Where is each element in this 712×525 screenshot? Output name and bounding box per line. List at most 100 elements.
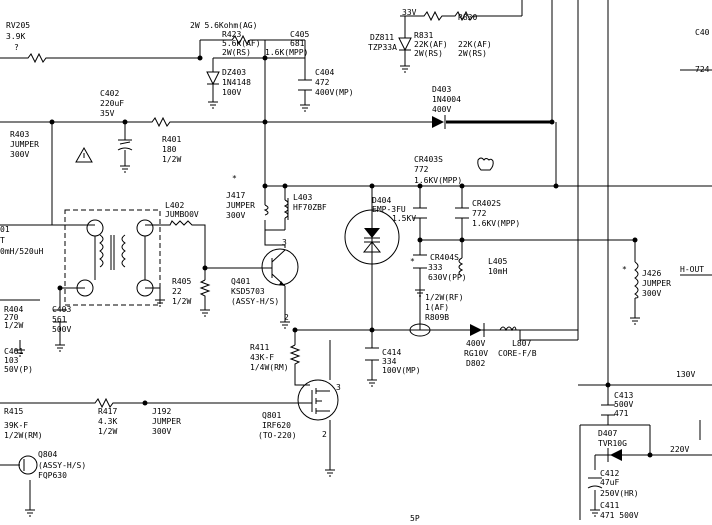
label-j192-val: JUMPER <box>152 417 181 426</box>
label-c402-v: 35V <box>100 109 115 118</box>
label-c413-val: 471 <box>614 409 629 418</box>
label-rv205-val: 3.9K <box>6 32 25 41</box>
jumper-j417 <box>263 204 269 216</box>
label-dz403-val: 1N4148 <box>222 78 251 87</box>
label-d403-v: 400V <box>432 105 451 114</box>
label-r417-val: 4.3K <box>98 417 117 426</box>
label-dz811-val: TZP33A <box>368 43 397 52</box>
label-c403-val: 561 <box>52 315 67 324</box>
label-j426-v: 300V <box>642 289 661 298</box>
label-c40-edge: C40 <box>695 28 710 37</box>
label-r411-name: R411 <box>250 343 269 352</box>
label-j192-name: J192 <box>152 407 171 416</box>
label-j417-val: JUMPER <box>226 201 255 210</box>
label-dz403-name: DZ403 <box>222 68 246 77</box>
warning-triangle-icon <box>75 146 93 163</box>
transistor-q804 <box>18 455 38 475</box>
ground-symbols <box>15 65 640 517</box>
label-q804-name: Q804 <box>38 450 57 459</box>
label-d403-val: 1N4004 <box>432 95 461 104</box>
jumper-j426 <box>634 261 639 299</box>
label-130v: 130V <box>676 370 695 379</box>
label-cr402s-val: 772 <box>472 209 487 218</box>
capacitor-c402 <box>117 139 133 151</box>
label-r405-p: 1/2W <box>172 297 191 306</box>
label-r404-name: R404 <box>4 305 23 314</box>
capacitor-c413 <box>601 404 615 416</box>
resistor-r809b <box>409 323 431 337</box>
label-j192-v: 300V <box>152 427 171 436</box>
label-r401-val: 180 <box>162 145 177 154</box>
label-pin2: 2 <box>322 430 327 439</box>
label-r423-t1: 2W 5.6Kohm(AG) <box>190 21 257 30</box>
label-pin3a: 3 <box>282 238 287 247</box>
label-l402-val: JUMBO0V <box>165 210 199 219</box>
junction-dots <box>49 55 653 458</box>
diode-dz403 <box>206 71 220 86</box>
label-c412-val: 47uF <box>600 478 619 487</box>
label-q804-val: FQP630 <box>38 471 67 480</box>
label-l403-val: HF70ZBF <box>293 203 327 212</box>
label-j417-v: 300V <box>226 211 245 220</box>
label-rv205-name: RV205 <box>6 21 30 30</box>
capacitor-c414 <box>365 347 379 361</box>
diode-d403 <box>432 115 446 129</box>
label-r401-p: 1/2W <box>162 155 181 164</box>
label-d407-val: TVR10G <box>598 439 627 448</box>
label-220v: 220V <box>670 445 689 454</box>
capacitor-cr403s <box>413 207 427 219</box>
label-r830-name: R830 <box>458 13 477 22</box>
label-r417-p: 1/2W <box>98 427 117 436</box>
label-c405-name: C405 <box>290 30 309 39</box>
label-c401-name: C401 <box>4 347 23 356</box>
label-l807-val: CORE-F/B <box>498 349 537 358</box>
label-c402-val: 220uF <box>100 99 124 108</box>
zener-dz811 <box>398 37 412 66</box>
label-q804-note: (ASSY-H/S) <box>38 461 86 470</box>
label-pin3b: 3 <box>336 383 341 392</box>
label-l807-name: L807 <box>512 339 531 348</box>
label-r405-val: 22 <box>172 287 182 296</box>
label-d404-val: EMP-3FU <box>372 205 406 214</box>
label-c403-v: 500V <box>52 325 71 334</box>
label-r423-t3: 5.6K(AF) <box>222 39 261 48</box>
label-l405-val: 10mH <box>488 267 507 276</box>
label-d404-name: D404 <box>372 196 391 205</box>
label-t401-a: 01 <box>0 225 10 234</box>
label-star2: * <box>410 257 415 266</box>
label-d802-val: RG10V <box>464 349 488 358</box>
label-r411-p: 1/4W(RM) <box>250 363 289 372</box>
label-r417-name: R417 <box>98 407 117 416</box>
label-t401-c: 0mH/520uH <box>0 247 44 256</box>
label-dz811-name: DZ811 <box>370 33 394 42</box>
label-q401-note: (ASSY-H/S) <box>231 297 279 306</box>
capacitor-c412 <box>587 477 603 489</box>
capacitor-c405 <box>298 79 312 91</box>
resistor-r411 <box>289 344 301 368</box>
label-c404-name: C404 <box>315 68 334 77</box>
label-cr403s-name: CR403S <box>414 155 443 164</box>
label-q401-val: KSD5703 <box>231 287 265 296</box>
label-cr404s-v: 630V(PP) <box>428 273 467 282</box>
label-c405-rating: 1.6K(MPP) <box>265 48 308 57</box>
label-c403-name: C403 <box>52 305 71 314</box>
label-r415-name: R415 <box>4 407 23 416</box>
label-r809b-t: 1(AF) <box>425 303 449 312</box>
label-c413-name: C413 <box>614 391 633 400</box>
label-r831-name: R831 <box>414 31 433 40</box>
label-r415-p: 1/2W(RM) <box>4 431 43 440</box>
label-t401-b: T <box>0 236 5 245</box>
diode-d404 <box>344 209 400 265</box>
label-r415-val: 39K-F <box>4 421 28 430</box>
label-l405-name: L405 <box>488 257 507 266</box>
label-j417-name: J417 <box>226 191 245 200</box>
label-q801-name: Q801 <box>262 411 281 420</box>
label-r403-val: JUMPER <box>10 140 39 149</box>
component-labels: RV205 3.9K ? 2W 5.6Kohm(AG) R423 5.6K(AF… <box>0 8 710 523</box>
label-r831-val: 22K(AF) <box>414 40 448 49</box>
label-724: 724 <box>695 65 710 74</box>
label-hout: H-OUT <box>680 265 704 274</box>
label-cr402s-name: CR402S <box>472 199 501 208</box>
